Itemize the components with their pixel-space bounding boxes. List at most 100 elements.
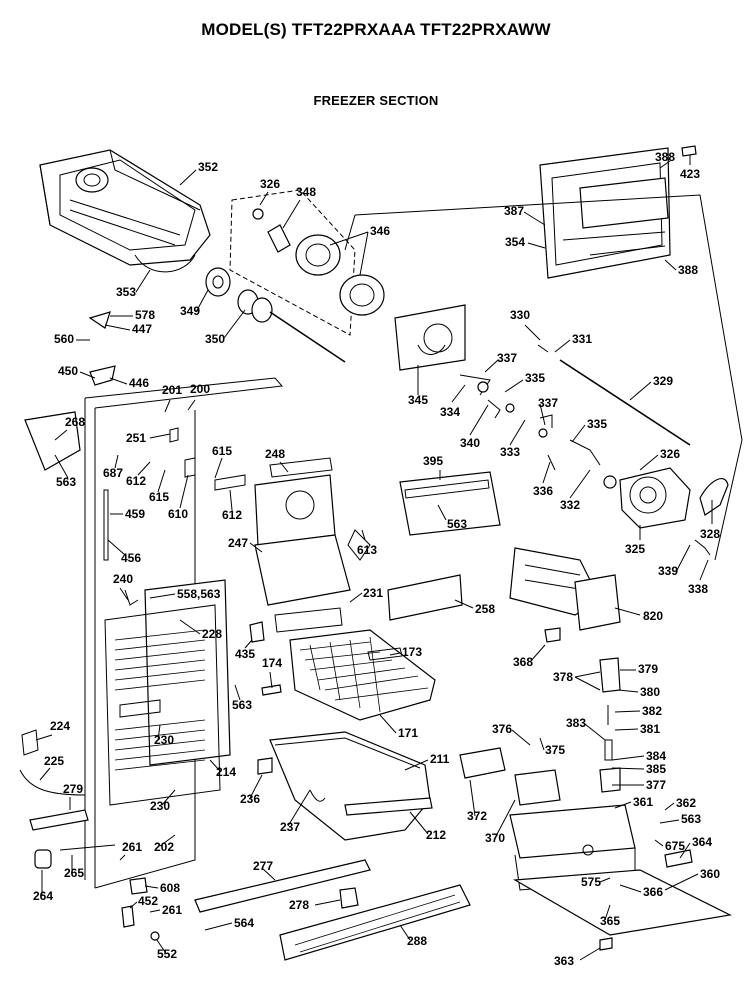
callout-352: 352 xyxy=(198,160,218,174)
evaporator-cover-214 xyxy=(104,579,231,806)
callout-288: 288 xyxy=(407,934,427,948)
callout-560: 560 xyxy=(54,332,74,346)
callout-615: 615 xyxy=(212,444,232,458)
callout-339: 339 xyxy=(658,564,678,578)
callout-214: 214 xyxy=(216,765,236,779)
callout-361: 361 xyxy=(633,795,653,809)
kick-rail-277 xyxy=(194,859,471,961)
callout-365: 365 xyxy=(600,914,620,928)
callout-379: 379 xyxy=(638,662,658,676)
callout-328: 328 xyxy=(700,527,720,541)
ice-maker-820 xyxy=(387,547,621,643)
callout-381: 381 xyxy=(640,722,660,736)
ice-bucket-352 xyxy=(39,149,211,273)
callout-340: 340 xyxy=(460,436,480,450)
callout-330: 330 xyxy=(510,308,530,322)
callout-450: 450 xyxy=(58,364,78,378)
callout-552: 552 xyxy=(157,947,177,961)
callout-348: 348 xyxy=(296,185,316,199)
callout-331: 331 xyxy=(572,332,592,346)
callout-200: 200 xyxy=(190,382,210,396)
callout-610: 610 xyxy=(168,507,188,521)
callout-564: 564 xyxy=(234,916,254,930)
callout-380: 380 xyxy=(640,685,660,699)
ice-bin-211 xyxy=(269,731,433,841)
auger-assembly xyxy=(205,189,385,363)
callout-171: 171 xyxy=(398,726,418,740)
callout-435: 435 xyxy=(235,647,255,661)
callout-446: 446 xyxy=(129,376,149,390)
callout-230b: 230 xyxy=(150,799,170,813)
callout-447: 447 xyxy=(132,322,152,336)
callout-563b: 563 xyxy=(447,517,467,531)
callout-231: 231 xyxy=(363,586,383,600)
callout-615b: 615 xyxy=(149,490,169,504)
cabinet-outline xyxy=(84,194,743,889)
callout-613: 613 xyxy=(357,543,377,557)
callout-354: 354 xyxy=(505,235,525,249)
callout-247: 247 xyxy=(228,536,248,550)
model-title: MODEL(S) TFT22PRXAAA TFT22PRXAWW xyxy=(201,20,551,39)
callout-372: 372 xyxy=(467,809,487,823)
callout-362: 362 xyxy=(676,796,696,810)
callout-236: 236 xyxy=(240,792,260,806)
callout-563: 563 xyxy=(56,475,76,489)
callout-228: 228 xyxy=(202,627,222,641)
callout-268: 268 xyxy=(65,415,85,429)
callout-237: 237 xyxy=(280,820,300,834)
callout-376: 376 xyxy=(492,722,512,736)
callout-224: 224 xyxy=(50,719,70,733)
callout-326b: 326 xyxy=(660,447,680,461)
callout-675: 675 xyxy=(665,839,685,853)
control-board-395 xyxy=(399,471,501,536)
callout-174: 174 xyxy=(262,656,282,670)
callout-459: 459 xyxy=(125,507,145,521)
callout-375: 375 xyxy=(545,743,565,757)
leader-lines xyxy=(35,155,713,961)
callout-332: 332 xyxy=(560,498,580,512)
callout-labels: 352 326 348 346 388 423 387 354 388 353 … xyxy=(33,150,720,968)
callout-575: 575 xyxy=(581,875,601,889)
callout-687: 687 xyxy=(103,466,123,480)
callout-240: 240 xyxy=(113,572,133,586)
callout-364: 364 xyxy=(692,835,712,849)
callout-363: 363 xyxy=(554,954,574,968)
callout-612: 612 xyxy=(126,474,146,488)
callout-395: 395 xyxy=(423,454,443,468)
callout-211: 211 xyxy=(430,752,450,766)
callout-558-563: 558,563 xyxy=(177,587,221,601)
callout-378: 378 xyxy=(553,670,573,684)
callout-612b: 612 xyxy=(222,508,242,522)
callout-563c: 563 xyxy=(232,698,252,712)
callout-384: 384 xyxy=(646,749,666,763)
callout-261b: 261 xyxy=(162,903,182,917)
callout-325: 325 xyxy=(625,542,645,556)
callout-278: 278 xyxy=(289,898,309,912)
auger-motor-325 xyxy=(603,467,729,556)
callout-264: 264 xyxy=(33,889,53,903)
callout-251: 251 xyxy=(126,431,146,445)
small-parts xyxy=(19,311,693,951)
callout-225: 225 xyxy=(44,754,64,768)
callout-279: 279 xyxy=(63,782,83,796)
callout-366: 366 xyxy=(643,885,663,899)
callout-329: 329 xyxy=(653,374,673,388)
fan-motor-bracket-345 xyxy=(394,304,466,371)
dispenser-linkage xyxy=(459,344,691,471)
callout-337: 337 xyxy=(497,351,517,365)
callout-333: 333 xyxy=(500,445,520,459)
callout-350: 350 xyxy=(205,332,225,346)
wire-basket-171 xyxy=(289,629,436,721)
dispenser-door-387 xyxy=(539,145,697,279)
callout-336: 336 xyxy=(533,484,553,498)
callout-383: 383 xyxy=(566,716,586,730)
callout-388b: 388 xyxy=(678,263,698,277)
callout-360: 360 xyxy=(700,867,720,881)
callout-173: 173 xyxy=(402,645,422,659)
relay-mount-360 xyxy=(459,657,732,936)
callout-338: 338 xyxy=(688,582,708,596)
callout-335: 335 xyxy=(525,371,545,385)
callout-608: 608 xyxy=(160,881,180,895)
